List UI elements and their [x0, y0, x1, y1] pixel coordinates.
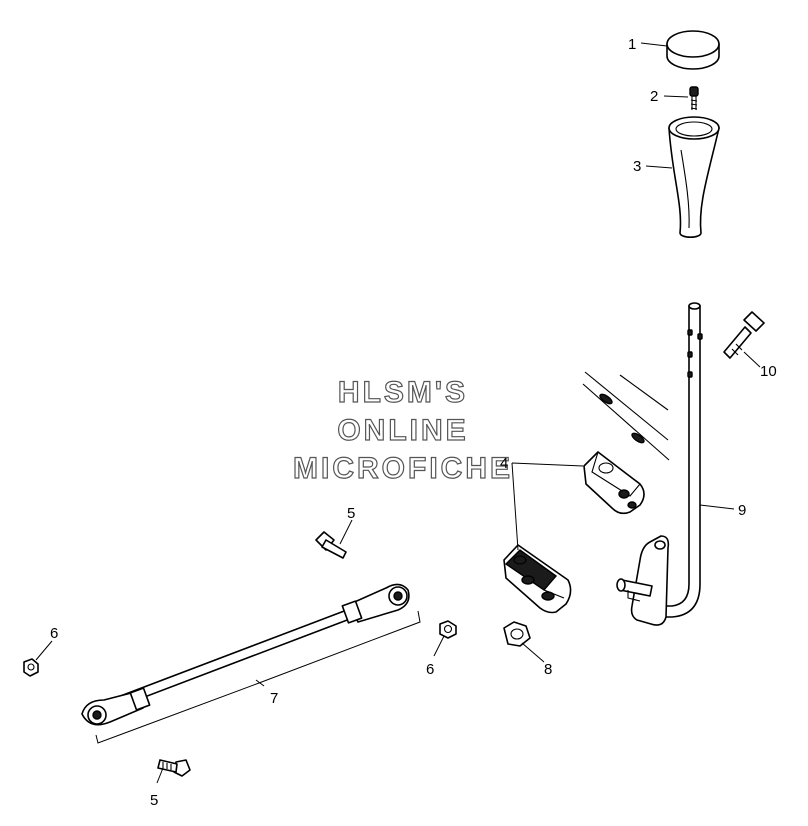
- part-6-nut-right: [439, 620, 457, 639]
- part-10-bolt: [723, 311, 765, 359]
- callout-1: 1: [628, 36, 636, 53]
- frame-bracket: [582, 371, 670, 461]
- callout-4: 4: [500, 455, 508, 472]
- callout-10: 10: [760, 363, 777, 380]
- callout-5-lower: 5: [150, 792, 158, 809]
- part-7-tie-rod: [81, 583, 410, 726]
- watermark-line-1: HLSM'S: [338, 376, 468, 409]
- part-2-screw: [689, 86, 699, 110]
- part-7-bracket-line: [95, 610, 421, 744]
- watermark-line-3: MICROFICHE: [293, 452, 513, 485]
- callout-2: 2: [650, 88, 658, 105]
- part-1-knob-cap: [666, 30, 720, 70]
- part-6-nut-left: [23, 658, 39, 677]
- part-4-clamp-lower: [503, 544, 572, 614]
- part-5-bolt-upper: [315, 531, 347, 559]
- part-8-nut: [503, 621, 531, 647]
- callout-7: 7: [270, 690, 278, 707]
- watermark-line-2: ONLINE: [337, 414, 468, 447]
- part-9-shift-lever: [616, 302, 703, 626]
- part-3-handle-grip: [668, 116, 720, 238]
- callout-8: 8: [544, 661, 552, 678]
- callout-9: 9: [738, 502, 746, 519]
- leader-lines: [35, 42, 761, 784]
- callout-5-upper: 5: [347, 505, 355, 522]
- callout-6-left: 6: [50, 625, 58, 642]
- callout-3: 3: [633, 158, 641, 175]
- callout-6-right: 6: [426, 661, 434, 678]
- part-4-clamp-upper: [583, 451, 645, 515]
- watermark: HLSM'S ONLINE MICROFICHE: [292, 375, 513, 485]
- callouts: 1 2 3 4 5 5 6 6 7 8 9 10: [50, 36, 777, 809]
